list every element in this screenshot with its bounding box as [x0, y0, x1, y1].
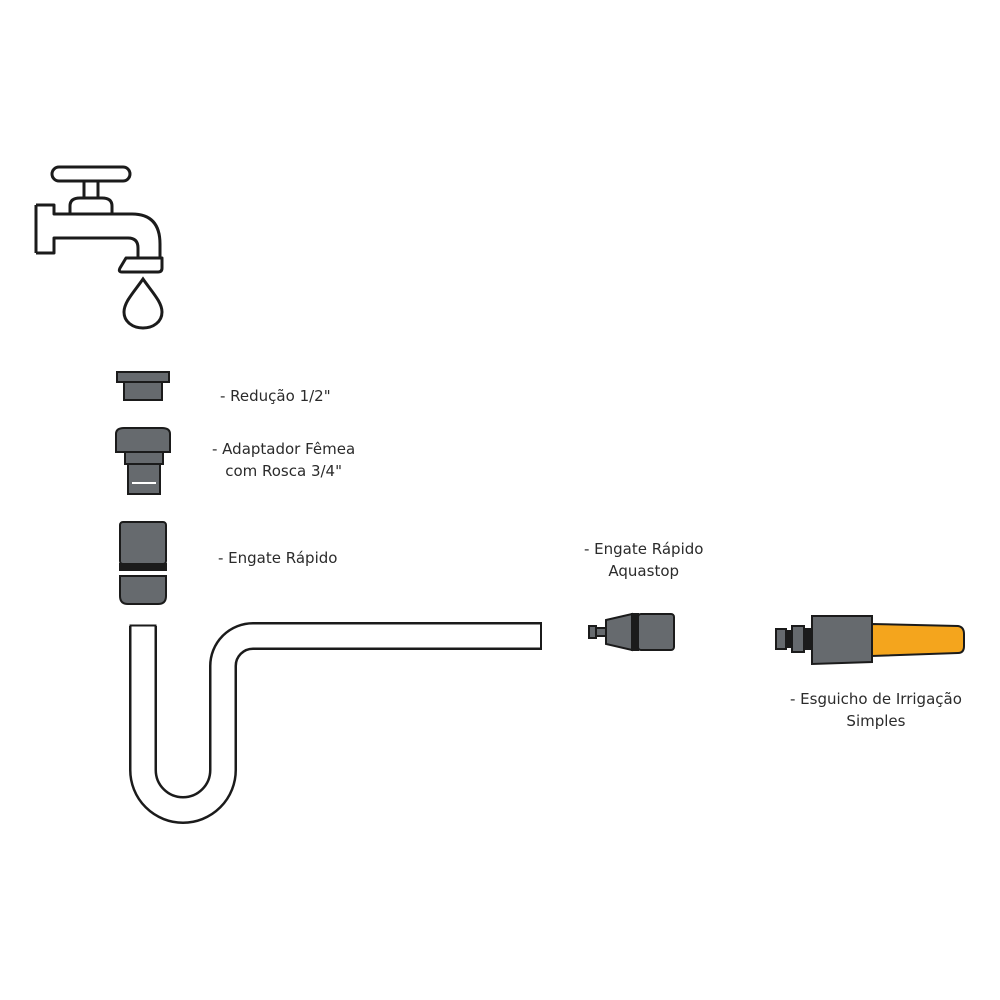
- engate-aquastop-part: [588, 612, 675, 652]
- label-aquastop-line2: Aquastop: [608, 562, 680, 580]
- adaptador-femea-part: [115, 427, 171, 495]
- label-adaptador-line1: - Adaptador Fêmea: [212, 440, 356, 458]
- label-esguicho-line2: Simples: [846, 712, 906, 730]
- label-reducao: - Redução 1/2": [220, 387, 331, 405]
- faucet-icon: [34, 165, 164, 274]
- label-esguicho: - Esguicho de Irrigação Simples: [790, 688, 962, 732]
- esguicho-part: [775, 615, 965, 666]
- garden-hose: [129, 622, 542, 824]
- label-engate-rapido: - Engate Rápido: [218, 549, 338, 567]
- label-adaptador-line2: com Rosca 3/4": [225, 462, 342, 480]
- engate-rapido-part: [119, 521, 167, 605]
- label-engate-aquastop: - Engate Rápido Aquastop: [584, 538, 703, 582]
- reducao-part: [116, 371, 170, 401]
- water-drop-icon: [122, 276, 164, 330]
- label-esguicho-line1: - Esguicho de Irrigação: [790, 690, 962, 708]
- label-adaptador-femea: - Adaptador Fêmea com Rosca 3/4": [212, 438, 355, 482]
- label-aquastop-line1: - Engate Rápido: [584, 540, 704, 558]
